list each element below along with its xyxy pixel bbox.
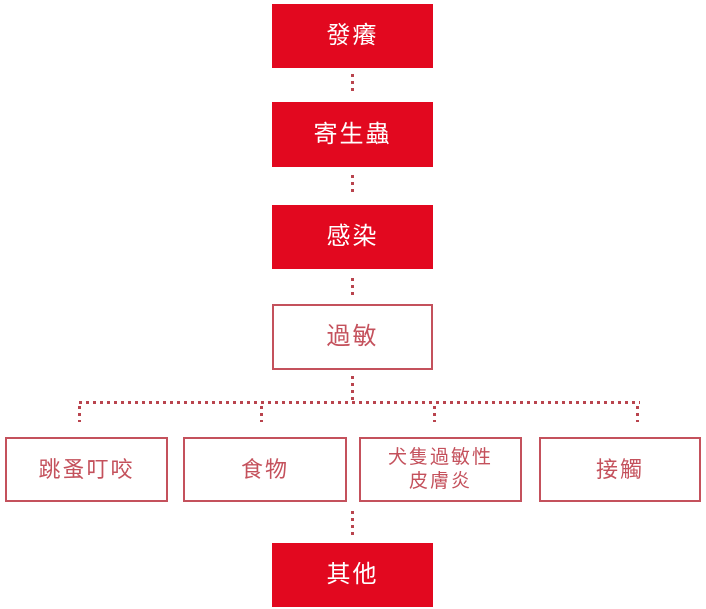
branch-drop-food — [260, 406, 263, 422]
node-itching: 發癢 — [272, 4, 433, 68]
connector-parasites-infection — [351, 175, 354, 194]
node-food-label: 食物 — [240, 456, 289, 482]
connector-infection-allergy — [351, 278, 354, 297]
node-allergy-label: 過敏 — [326, 323, 379, 350]
node-allergic-dermatitis-label: 犬隻過敏性 皮膚炎 — [387, 446, 493, 492]
node-parasites: 寄生蟲 — [272, 102, 433, 167]
connector-allergy-branch — [351, 376, 354, 402]
branch-drop-allergic-dermatitis — [433, 406, 436, 422]
node-itching-label: 發癢 — [326, 22, 379, 49]
node-allergic-dermatitis: 犬隻過敏性 皮膚炎 — [359, 437, 522, 502]
node-infection: 感染 — [272, 205, 433, 269]
branch-rail — [79, 401, 640, 404]
branch-drop-contact — [636, 406, 639, 422]
connector-branch-others — [351, 511, 354, 537]
node-others-label: 其他 — [326, 561, 379, 588]
branch-drop-flea-bites — [78, 406, 81, 422]
node-allergy: 過敏 — [272, 304, 433, 370]
node-others: 其他 — [272, 543, 433, 607]
node-food: 食物 — [183, 437, 347, 502]
node-flea-bites-label: 跳蚤叮咬 — [38, 456, 135, 482]
node-contact: 接觸 — [539, 437, 701, 502]
node-contact-label: 接觸 — [595, 456, 644, 482]
node-flea-bites: 跳蚤叮咬 — [5, 437, 168, 502]
node-parasites-label: 寄生蟲 — [313, 120, 392, 148]
node-infection-label: 感染 — [326, 223, 379, 250]
connector-itching-parasites — [351, 74, 354, 93]
